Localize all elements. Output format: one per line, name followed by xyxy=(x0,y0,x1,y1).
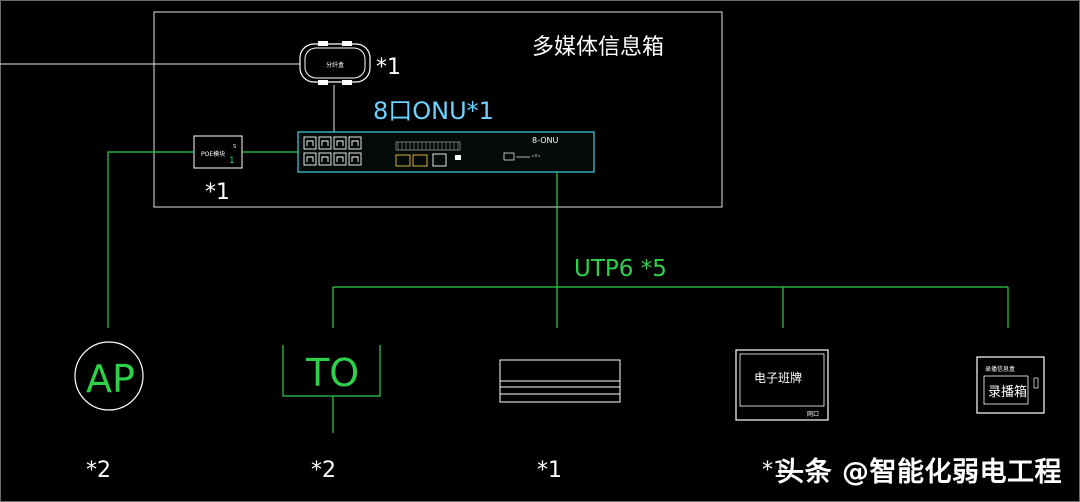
recorder-label: 录播箱 xyxy=(988,384,1027,400)
ap-circle xyxy=(74,341,144,411)
poe-label: POE模块 xyxy=(201,150,225,158)
poe-qty: *1 xyxy=(205,180,230,205)
sign-qty: *1 xyxy=(762,458,787,483)
poe-module: POE模块 S 1 xyxy=(193,135,243,169)
to-label: TO xyxy=(305,351,359,395)
onu-vent xyxy=(395,141,461,151)
utp-label: UTP6 *5 xyxy=(574,256,667,282)
to-outlet xyxy=(282,345,381,433)
ap-label: AP xyxy=(86,357,135,401)
onu-lan-ports xyxy=(303,136,362,166)
cables xyxy=(107,151,1009,328)
onu-device-label: 8-ONU xyxy=(532,136,558,145)
ap-qty: *2 xyxy=(86,458,111,483)
recorder-toplabel: 录播信息盒 xyxy=(985,365,1015,373)
onu-sfp-ports xyxy=(395,154,428,167)
splitter-box: 分纤盒 xyxy=(299,41,371,85)
poe-mark-s: S xyxy=(233,144,236,150)
watermark: 头条 @智能化弱电工程 xyxy=(777,457,1062,488)
panel-device xyxy=(499,359,621,403)
onu-title: 8口ONU*1 xyxy=(373,97,494,125)
panel-qty: *1 xyxy=(537,458,562,483)
onu-indicator-strip xyxy=(503,152,540,161)
to-qty: *2 xyxy=(311,458,336,483)
splitter-qty: *1 xyxy=(376,55,401,80)
recorder-box: 录播信息盒 录播箱 xyxy=(976,356,1045,414)
onu-switch: 8-ONU xyxy=(297,131,595,173)
multimedia-box xyxy=(153,11,723,208)
onu-led xyxy=(455,155,461,160)
electronic-sign: 电子班牌 网口 xyxy=(735,349,829,421)
multimedia-box-title: 多媒体信息箱 xyxy=(532,35,664,60)
onu-uplink-port xyxy=(432,153,447,167)
sign-label: 电子班牌 xyxy=(754,371,802,385)
cable-poe-ap xyxy=(107,151,194,328)
splitter-label: 分纤盒 xyxy=(326,61,344,69)
poe-mark-1: 1 xyxy=(229,156,235,166)
sign-sublabel: 网口 xyxy=(807,411,819,418)
